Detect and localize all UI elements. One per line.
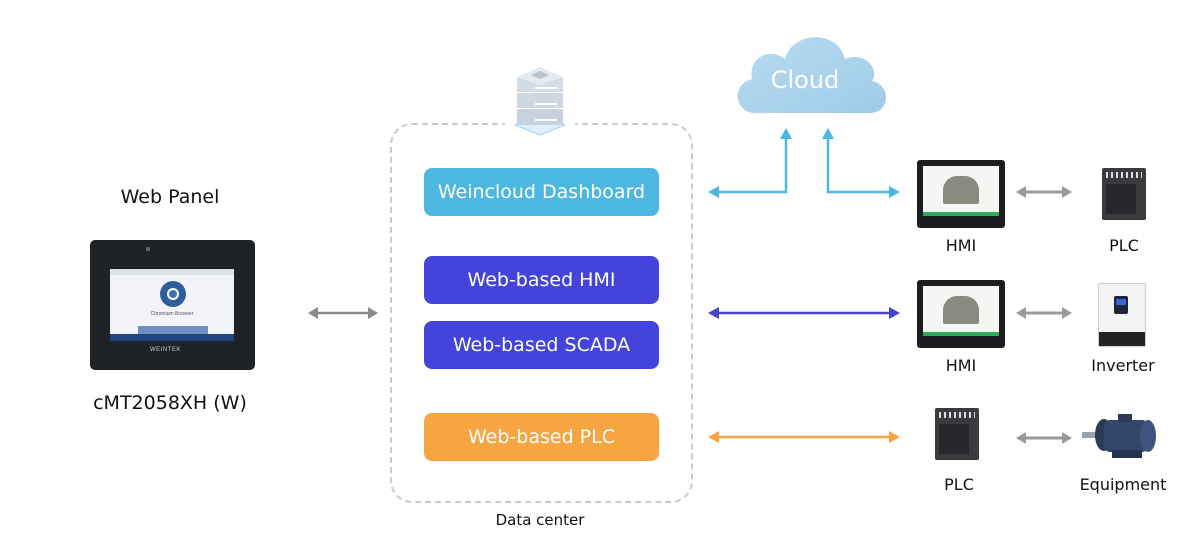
plc-link-arrow [708,431,900,443]
motor-equipment-icon [1082,414,1156,458]
web-panel-title: Web Panel [120,186,220,208]
server-stack-icon [505,63,575,138]
web-panel-device: Chromium Browser WEINTEK [90,240,255,370]
hmi-cloud-arrow [822,128,900,198]
inverter-label: Inverter [1091,356,1155,375]
brand-logo: WEINTEK [150,347,181,353]
web-based-plc-box[interactable]: Web-based PLC [424,413,659,461]
web-based-scada-box[interactable]: Web-based SCADA [424,321,659,369]
plc-label-1: PLC [1109,236,1139,255]
dashboard-cloud-arrow [708,128,792,198]
weincloud-dashboard-box[interactable]: Weincloud Dashboard [424,168,659,216]
hmi-device-2 [917,280,1005,348]
equipment-label: Equipment [1079,475,1167,494]
web-panel-screen: Chromium Browser [110,269,234,341]
inverter-device [1098,283,1146,347]
hmi-link-arrow [708,307,900,319]
cloud-label: Cloud [770,66,840,94]
plc-device-2 [935,408,979,460]
web-panel-model: cMT2058XH (W) [93,392,247,414]
data-center-label: Data center [495,511,585,529]
hmi-device-1 [917,160,1005,228]
plc-device-1 [1102,168,1146,220]
cloud-icon [737,37,887,113]
hmi-inverter-arrow [1016,307,1072,319]
screen-caption: Chromium Browser [150,311,194,317]
plc-equipment-arrow [1016,432,1072,444]
hmi-label-2: HMI [945,356,977,375]
camera-dot [146,247,150,251]
chromium-logo-icon [160,281,186,307]
hmi-plc-arrow [1016,186,1072,198]
web-panel-link-arrow [308,307,378,319]
hmi-label-1: HMI [945,236,977,255]
web-based-hmi-box[interactable]: Web-based HMI [424,256,659,304]
plc-label-2: PLC [944,475,974,494]
